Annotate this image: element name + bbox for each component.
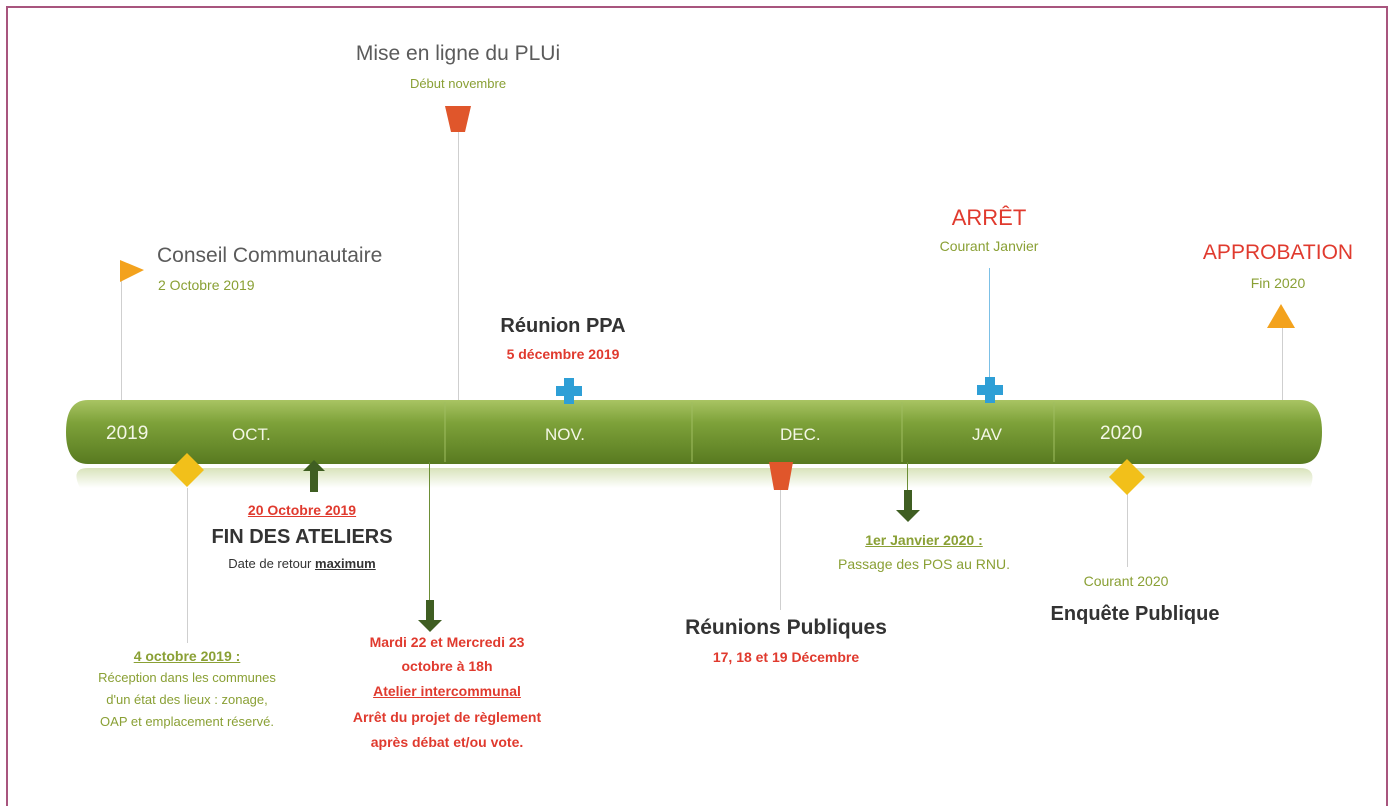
connector-enquete (1127, 492, 1128, 567)
reception-date: 4 octobre 2019 : (133, 648, 241, 664)
bar-label-2020: 2020 (1100, 423, 1143, 444)
connector-conseil (121, 280, 122, 400)
pos-rnu-date: 1er Janvier 2020 : (865, 532, 983, 548)
bar-label-2019: 2019 (106, 423, 149, 444)
orange-flag-icon (120, 260, 144, 282)
arret-title: ARRÊT (951, 205, 1027, 230)
reunions-publiques-date: 17, 18 et 19 Décembre (712, 649, 860, 665)
atelier-desc-2: après débat et/ou vote. (370, 734, 524, 750)
arret-date: Courant Janvier (939, 238, 1039, 254)
green-down-arrow-icon (418, 600, 442, 632)
connector-approbation (1282, 326, 1283, 400)
connector-reception (187, 488, 188, 643)
atelier-title: Atelier intercommunal (373, 683, 521, 699)
reception-line-1: Réception dans les communes (98, 670, 276, 685)
approbation-title: APPROBATION (1202, 241, 1354, 264)
orange-triangle-icon (1267, 304, 1295, 328)
fin-ateliers-note-emph: maximum (315, 556, 376, 571)
conseil-date: 2 Octobre 2019 (158, 277, 255, 293)
bar-label-dec: DEC. (780, 425, 821, 444)
bar-label-oct: OCT. (232, 425, 271, 444)
timeline-bar (66, 400, 1322, 488)
yellow-diamond-icon (170, 453, 204, 487)
fin-ateliers-title: FIN DES ATELIERS (211, 526, 393, 548)
bar-label-jav: JAV (972, 425, 1002, 444)
enquete-date: Courant 2020 (1083, 573, 1169, 589)
bar-label-nov: NOV. (545, 425, 586, 444)
connector-pos (907, 462, 908, 492)
connector-mise-en-ligne (458, 130, 459, 400)
atelier-desc-1: Arrêt du projet de règlement (352, 709, 542, 725)
pos-rnu-desc: Passage des POS au RNU. (838, 556, 1010, 572)
blue-cross-icon (556, 378, 582, 404)
connector-arret (989, 268, 990, 378)
atelier-line-1: Mardi 22 et Mercredi 23 (369, 634, 525, 650)
fin-ateliers-note-prefix: Date de retour (228, 556, 312, 571)
fin-ateliers-note: Date de retour maximum (228, 556, 375, 571)
reunion-ppa-title: Réunion PPA (500, 315, 626, 337)
yellow-diamond-icon (1109, 459, 1145, 495)
fin-ateliers-date: 20 Octobre 2019 (247, 502, 357, 518)
orange-trapezoid-icon (445, 106, 471, 132)
green-down-arrow-icon (896, 490, 920, 522)
approbation-date: Fin 2020 (1250, 275, 1306, 291)
reunions-publiques-title: Réunions Publiques (685, 616, 887, 639)
atelier-line-2: octobre à 18h (401, 658, 493, 674)
enquete-title: Enquête Publique (1050, 603, 1220, 625)
mise-en-ligne-title: Mise en ligne du PLUi (355, 42, 561, 65)
conseil-title: Conseil Communautaire (157, 244, 383, 267)
reception-line-3: OAP et emplacement réservé. (100, 714, 274, 729)
mise-en-ligne-date: Début novembre (409, 76, 507, 91)
diagram-frame (6, 6, 1388, 806)
reunion-ppa-date: 5 décembre 2019 (506, 346, 620, 362)
blue-cross-icon (977, 377, 1003, 403)
connector-atelier (429, 462, 430, 602)
green-up-arrow-icon (303, 460, 325, 492)
connector-reunions (780, 490, 781, 610)
orange-trapezoid-icon (769, 462, 793, 490)
reception-line-2: d'un état des lieux : zonage, (106, 692, 268, 707)
